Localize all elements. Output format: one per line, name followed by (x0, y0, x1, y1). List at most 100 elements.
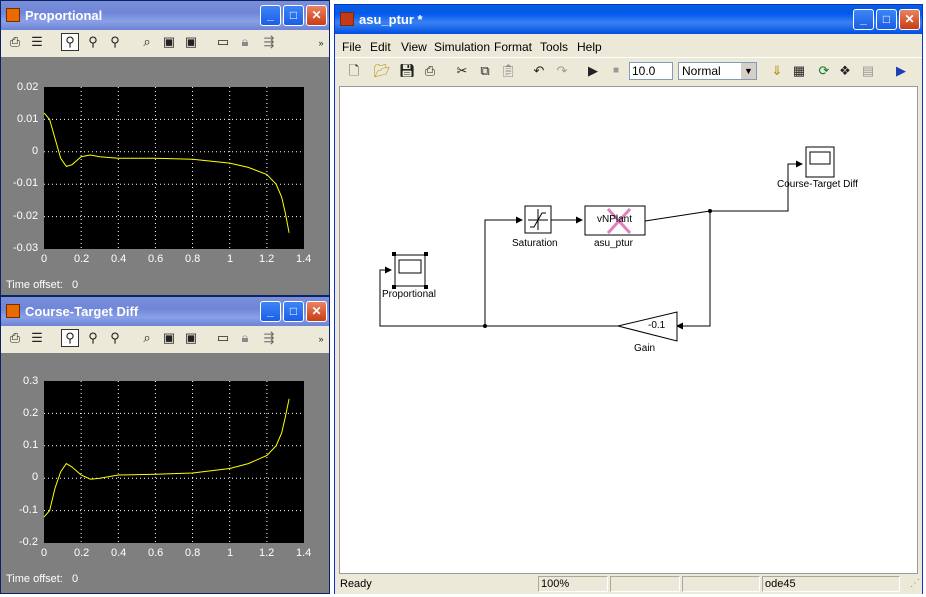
maximize-button[interactable]: □ (283, 5, 304, 26)
menu-tools[interactable]: Tools (540, 40, 569, 54)
scope-toolbar: ⎙ ☰ ⚲ ⚲ ⚲ ⌕ ▣ ▣ ▭ 🔒︎ ⇶ » (1, 30, 329, 55)
restore-axes-icon[interactable]: ▣ (184, 330, 198, 345)
minimize-button[interactable]: _ (260, 5, 281, 26)
parameters-icon[interactable]: ☰ (31, 34, 43, 49)
gain-block[interactable] (617, 311, 678, 342)
course-target-diff-label: Course-Target Diff (777, 179, 858, 190)
gain-label: Gain (634, 343, 656, 354)
signal-selection-icon[interactable]: ⇶ (263, 34, 275, 49)
zoom-y-icon[interactable]: ⚲ (110, 330, 120, 345)
time-offset-value: 0 (72, 573, 79, 585)
y-tick-label: -0.03 (13, 242, 39, 254)
model-canvas[interactable]: Course-Target Diff Saturation vNPlant as… (339, 86, 918, 574)
save-axes-icon[interactable]: ▣ (162, 330, 176, 345)
time-offset-label: Time offset: (6, 573, 63, 585)
scope-window-proportional: Proportional _ □ ✕ ⎙ ☰ ⚲ ⚲ ⚲ ⌕ ▣ ▣ ▭ 🔒︎ … (0, 0, 330, 296)
autoscale-icon[interactable]: ⌕ (143, 330, 151, 345)
new-model-icon[interactable]: 🗋 (348, 63, 360, 78)
signal-to-proportional[interactable] (379, 266, 618, 327)
parameters-icon[interactable]: ☰ (31, 330, 43, 345)
lock-icon[interactable]: 🔒︎ (241, 330, 249, 345)
zoom-x-icon[interactable]: ⚲ (88, 330, 98, 345)
save-icon[interactable]: 💾︎ (399, 63, 416, 78)
y-tick-label: -0.1 (19, 504, 38, 516)
y-tick-label: 0 (32, 145, 39, 157)
menu-format[interactable]: Format (494, 40, 533, 54)
saturation-block[interactable] (524, 205, 552, 234)
y-tick-label: 0.3 (23, 375, 39, 387)
menu-view[interactable]: View (401, 40, 427, 54)
zoom-icon[interactable]: ⚲ (61, 33, 79, 51)
proportional-scope-block[interactable] (392, 252, 428, 289)
simulation-mode-select[interactable]: Normal ▼ (678, 62, 757, 80)
scope-titlebar[interactable]: Proportional _ □ ✕ (1, 1, 329, 30)
maximize-button[interactable]: □ (283, 301, 304, 322)
print-icon[interactable]: ⎙ (9, 330, 21, 345)
asu-ptur-label: asu_ptur (594, 238, 633, 249)
menu-edit[interactable]: Edit (370, 40, 391, 54)
floating-scope-icon[interactable]: ▭ (216, 34, 230, 49)
x-tick-label: 0.2 (74, 547, 90, 559)
course-target-diff-scope-block[interactable] (805, 146, 835, 178)
close-button[interactable]: ✕ (306, 5, 327, 26)
saturation-label: Saturation (512, 238, 558, 249)
signal-to-course-target-diff[interactable] (644, 160, 803, 222)
zoom-y-icon[interactable]: ⚲ (110, 34, 120, 49)
build-icon[interactable]: ⇓ (771, 63, 783, 78)
status-solver: ode45 (762, 576, 900, 592)
signal-selection-icon[interactable]: ⇶ (263, 330, 275, 345)
close-button[interactable]: ✕ (899, 9, 920, 30)
lock-icon[interactable]: 🔒︎ (241, 34, 249, 49)
x-tick-label: 0.8 (185, 547, 201, 559)
dropdown-arrow-icon[interactable]: ▼ (741, 63, 756, 79)
vnplant-block[interactable] (584, 205, 646, 236)
y-tick-label: -0.02 (13, 210, 39, 222)
scope-window-course-target-diff: Course-Target Diff _ □ ✕ ⎙ ☰ ⚲ ⚲ ⚲ ⌕ ▣ ▣… (0, 296, 330, 594)
print-icon[interactable]: ⎙ (424, 63, 436, 78)
x-tick-label: 0.4 (111, 253, 127, 265)
model-explorer-icon[interactable]: ▤ (861, 63, 875, 78)
simulink-icon (340, 12, 354, 26)
open-icon[interactable]: 📂︎ (374, 63, 391, 78)
scope-titlebar[interactable]: Course-Target Diff _ □ ✕ (1, 297, 329, 326)
signal-to-gain[interactable] (676, 211, 711, 330)
maximize-button[interactable]: □ (876, 9, 897, 30)
stop-simulation-icon[interactable]: ■ (612, 65, 620, 76)
time-offset-value: 0 (72, 279, 79, 291)
menu-help[interactable]: Help (577, 40, 602, 54)
print-icon[interactable]: ⎙ (9, 34, 21, 49)
x-tick-label: 0 (41, 253, 48, 265)
start-simulation-icon[interactable]: ▶ (588, 63, 598, 78)
restore-axes-icon[interactable]: ▣ (184, 34, 198, 49)
menu-file[interactable]: File (342, 40, 362, 54)
debug-icon[interactable]: ▶ (896, 63, 906, 78)
redo-icon[interactable]: ↷ (556, 63, 568, 78)
copy-icon[interactable]: ⧉ (480, 63, 490, 78)
autoscale-icon[interactable]: ⌕ (143, 34, 151, 49)
model-window: asu_ptur * _ □ ✕ File Edit View Simulati… (334, 4, 923, 594)
chevron-down-icon[interactable]: » (318, 334, 324, 344)
matlab-icon (6, 304, 20, 318)
close-button[interactable]: ✕ (306, 301, 327, 322)
floating-scope-icon[interactable]: ▭ (216, 330, 230, 345)
zoom-x-icon[interactable]: ⚲ (88, 34, 98, 49)
cut-icon[interactable]: ✂ (456, 63, 468, 78)
minimize-button[interactable]: _ (260, 301, 281, 322)
update-diagram-icon[interactable]: ▦ (792, 63, 806, 78)
resize-grip-icon[interactable]: ⋰ (910, 578, 920, 589)
library-browser-icon[interactable]: ❖ (839, 63, 851, 78)
model-titlebar[interactable]: asu_ptur * _ □ ✕ (335, 5, 922, 34)
undo-icon[interactable]: ↶ (533, 63, 545, 78)
stop-time-input[interactable] (629, 62, 673, 80)
signal-to-saturation[interactable] (484, 216, 523, 326)
refresh-icon[interactable]: ⟳ (818, 63, 830, 78)
minimize-button[interactable]: _ (853, 9, 874, 30)
zoom-icon[interactable]: ⚲ (61, 329, 79, 347)
paste-icon[interactable]: 📋︎ (500, 63, 517, 78)
time-offset-label: Time offset: (6, 279, 63, 291)
x-tick-label: 1 (227, 547, 234, 559)
save-axes-icon[interactable]: ▣ (162, 34, 176, 49)
menu-simulation[interactable]: Simulation (434, 40, 491, 54)
chevron-down-icon[interactable]: » (318, 38, 324, 48)
x-tick-label: 0.8 (185, 253, 201, 265)
